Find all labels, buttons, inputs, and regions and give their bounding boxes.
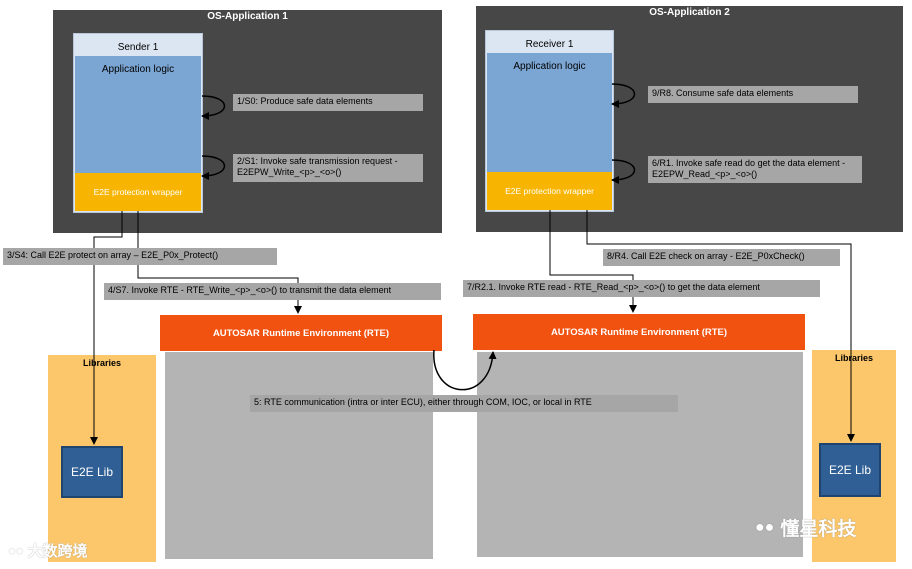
- sender-application-logic: Application logic: [75, 56, 201, 173]
- step-label-s0: 1/S0: Produce safe data elements: [233, 94, 423, 111]
- self-loop-arrow-r1: [611, 159, 635, 184]
- rte-communication-arrow: [433, 349, 497, 391]
- receiver-application-logic-label: Application logic: [513, 61, 586, 72]
- receiver-title: Receiver 1: [525, 39, 574, 50]
- rte-bar-right: AUTOSAR Runtime Environment (RTE): [473, 314, 805, 350]
- self-loop-arrow-s1: [201, 155, 225, 180]
- watermark-right-text: 懂星科技: [780, 519, 857, 540]
- sender-title: Sender 1: [117, 42, 159, 53]
- step-label-r8: 9/R8. Consume safe data elements: [648, 86, 858, 103]
- rte-bar-left: AUTOSAR Runtime Environment (RTE): [160, 315, 442, 351]
- step-label-s4: 3/S4: Call E2E protect on array – E2E_P0…: [3, 248, 277, 265]
- step-label-rte-communication: 5: RTE communication (intra or inter ECU…: [250, 395, 678, 412]
- arrow-wrapper-to-e2e-lib-left: [90, 211, 123, 445]
- step-label-r4: 8/R4. Call E2E check on array - E2E_P0xC…: [603, 249, 840, 266]
- arrow-wrapper-to-e2e-lib-right: [586, 210, 855, 442]
- sender-application-logic-label: Application logic: [101, 64, 175, 75]
- step-label-r1: 6/R1. Invoke safe read do get the data e…: [648, 156, 862, 183]
- os-application-2-title: OS-Application 2: [649, 7, 730, 18]
- libraries-title-right: Libraries: [834, 353, 874, 363]
- step-label-r2: 7/R2.1. Invoke RTE read - RTE_Read_<p>_<…: [463, 280, 820, 297]
- os-application-1-title: OS-Application 1: [207, 11, 288, 22]
- e2e-lib-right: E2E Lib: [819, 443, 881, 497]
- step-label-s7: 4/S7. Invoke RTE - RTE_Write_<p>_<o>() t…: [104, 283, 441, 300]
- sender-e2e-protection-wrapper: E2E protection wrapper: [75, 173, 201, 211]
- watermark-left-text: 大数跨境: [27, 543, 88, 560]
- watermark-left: ◌◌ 大数跨境: [8, 540, 87, 561]
- e2e-lib-left: E2E Lib: [61, 446, 123, 498]
- watermark-right: ●● 懂星科技: [755, 514, 856, 541]
- watermark-left-logo-icon: ◌◌: [8, 543, 24, 558]
- self-loop-arrow-r8: [611, 83, 635, 108]
- wechat-icon: ●●: [755, 518, 775, 536]
- receiver-e2e-protection-wrapper: E2E protection wrapper: [487, 172, 612, 210]
- step-label-s1: 2/S1: Invoke safe transmission request -…: [233, 154, 423, 182]
- libraries-title-left: Libraries: [82, 358, 122, 368]
- receiver-application-logic: Application logic: [487, 53, 612, 172]
- rte-communication-area-left: [165, 352, 433, 559]
- self-loop-arrow-s0: [201, 95, 225, 120]
- rte-communication-area-right: [477, 352, 803, 557]
